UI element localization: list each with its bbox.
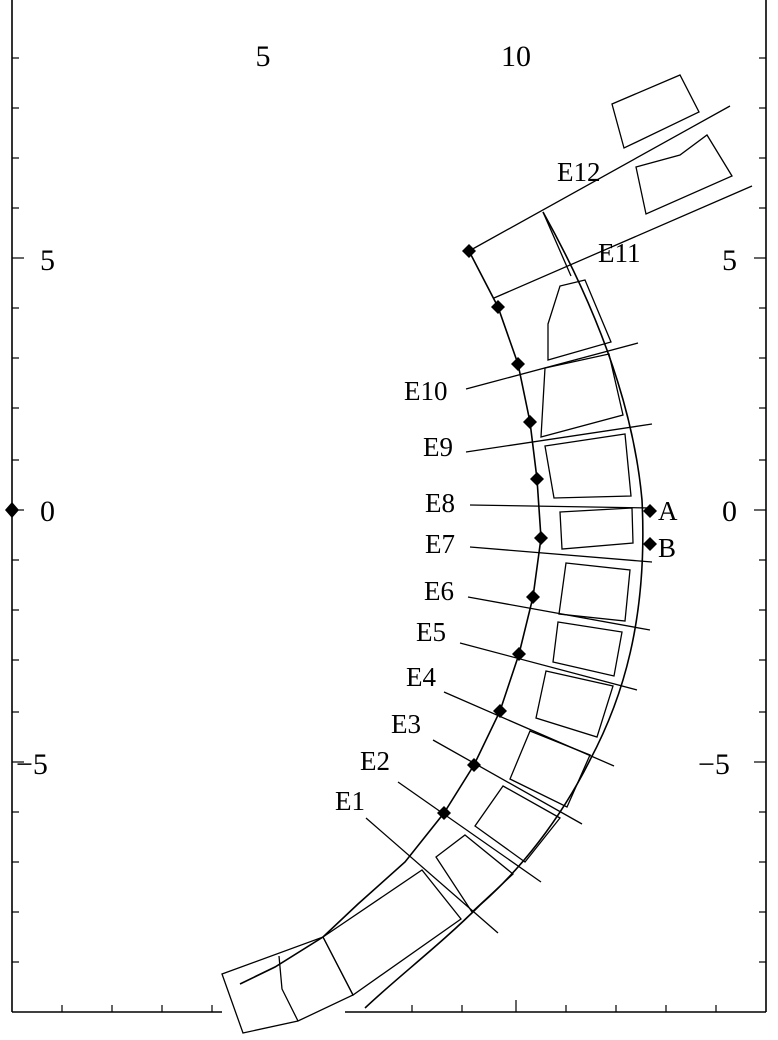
label-e8: E8 [425, 488, 455, 518]
top-tick-5: 5 [256, 40, 271, 73]
electrode-labels: E1 E2 E3 E4 E5 E6 E7 E8 E9 E10 E11 E12 A… [335, 157, 678, 816]
electrode-lines [365, 105, 753, 934]
label-e3: E3 [391, 709, 421, 739]
label-e7: E7 [425, 529, 455, 559]
label-e5: E5 [416, 617, 446, 647]
left-tick-5: 5 [40, 244, 55, 277]
outer-curve [364, 211, 644, 1009]
axis-ticks [12, 57, 766, 1012]
label-e2: E2 [360, 746, 390, 776]
label-e1: E1 [335, 786, 365, 816]
label-e11: E11 [598, 238, 641, 268]
label-e12: E12 [557, 157, 601, 187]
left-tick-0: 0 [40, 495, 55, 528]
contact-boxes [221, 74, 733, 1034]
top-tick-10: 10 [501, 40, 531, 73]
label-e6: E6 [424, 576, 454, 606]
label-point-a: A [658, 496, 678, 526]
label-e4: E4 [406, 662, 436, 692]
inner-curve [239, 250, 542, 985]
label-point-b: B [658, 533, 676, 563]
right-tick-minus5: −5 [698, 748, 730, 781]
contact-markers [437, 244, 657, 820]
right-tick-5: 5 [722, 244, 737, 277]
left-tick-minus5: −5 [16, 748, 48, 781]
right-tick-0: 0 [722, 495, 737, 528]
label-e9: E9 [423, 432, 453, 462]
origin-marker [5, 502, 19, 518]
label-e10: E10 [404, 376, 448, 406]
frame [11, 0, 767, 1013]
